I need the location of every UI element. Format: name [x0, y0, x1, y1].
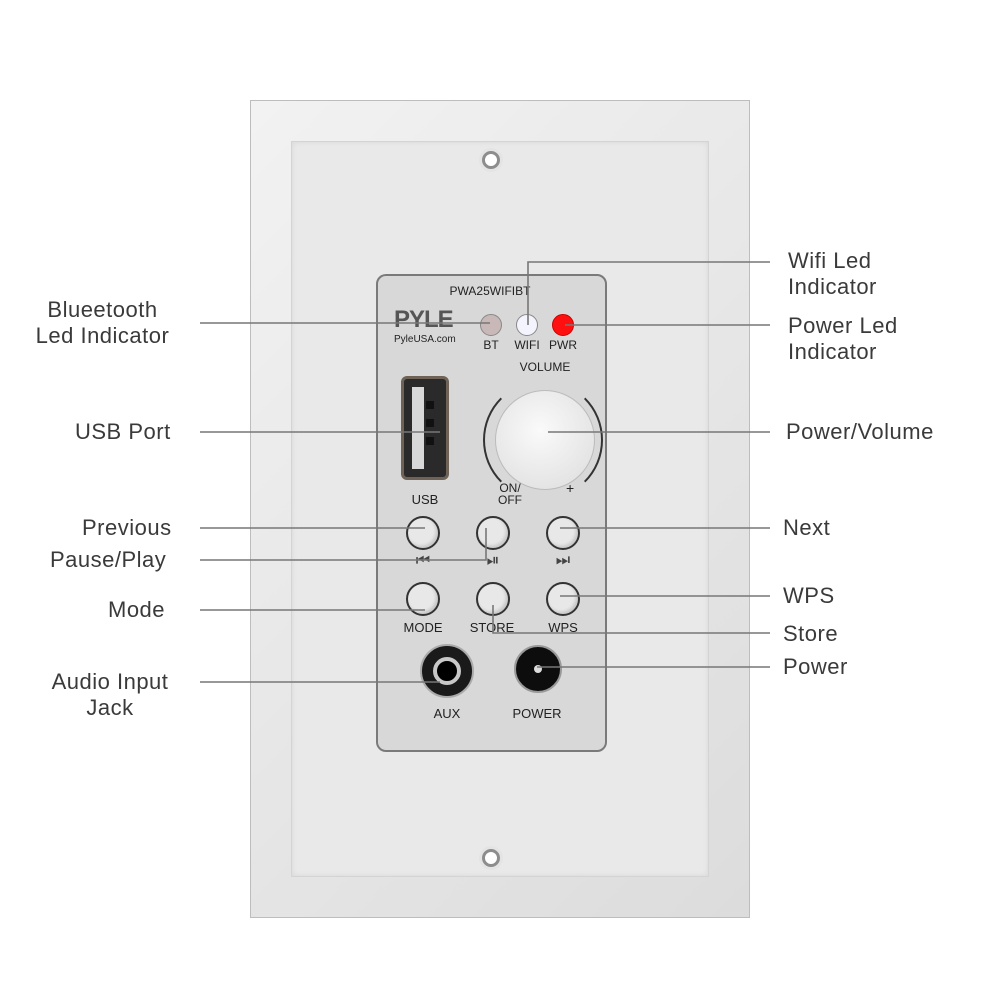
store-line — [492, 605, 770, 634]
usb-port[interactable] — [401, 376, 449, 480]
callout-next: Next — [783, 515, 831, 540]
wifi-line — [527, 261, 770, 325]
callout-wps: WPS — [783, 583, 835, 608]
pwr-label: PWR — [549, 338, 577, 352]
callout-power: Power — [783, 654, 848, 679]
wifi-label: WIFI — [514, 338, 540, 352]
callout-mode: Mode — [108, 597, 166, 622]
bottom-screw-hole-icon — [482, 849, 500, 867]
control-panel — [376, 274, 607, 752]
wps-label: WPS — [548, 620, 578, 635]
callout-power-volume: Power/Volume — [786, 419, 934, 444]
volume-arc — [483, 380, 603, 500]
wall-plate — [250, 100, 750, 918]
volume-knob[interactable] — [495, 390, 595, 490]
wifi-led — [516, 314, 538, 336]
callout-pause-play: Pause/Play — [50, 547, 167, 572]
aux-jack[interactable] — [420, 644, 474, 698]
callout-power-led: Power Led Indicator — [788, 313, 898, 364]
mode-label: MODE — [403, 620, 443, 635]
pause-play-button[interactable] — [476, 516, 510, 550]
aux-label: AUX — [433, 706, 461, 721]
bt-label: BT — [483, 338, 499, 352]
wps-button[interactable] — [546, 582, 580, 616]
model-label: PWA25WIFIBT — [449, 284, 531, 298]
next-button[interactable] — [546, 516, 580, 550]
plus-label: + — [566, 480, 575, 496]
store-label: STORE — [469, 620, 515, 635]
callout-bluetooth: Blueetooth Led Indicator — [35, 297, 170, 348]
callout-wifi: Wifi Led Indicator — [788, 248, 877, 299]
next-icon: ⏭ — [555, 552, 571, 569]
brand-logo: PYLE — [394, 306, 454, 333]
website-label: PyleUSA.com — [394, 334, 456, 345]
pause-play-line — [200, 528, 487, 561]
previous-button[interactable] — [406, 516, 440, 550]
callout-usb: USB Port — [75, 419, 171, 444]
callout-audio-input: Audio Input Jack — [51, 669, 169, 720]
top-screw-hole-icon — [482, 151, 500, 169]
bt-led — [480, 314, 502, 336]
callout-store: Store — [783, 621, 839, 646]
usb-label: USB — [411, 492, 439, 507]
power-label: POWER — [512, 706, 562, 721]
volume-label: VOLUME — [519, 360, 571, 374]
callout-previous: Previous — [82, 515, 172, 540]
power-jack[interactable] — [514, 645, 562, 693]
on-off-label: ON/ OFF — [498, 481, 522, 507]
play-pause-icon: ⏯ — [486, 552, 500, 569]
